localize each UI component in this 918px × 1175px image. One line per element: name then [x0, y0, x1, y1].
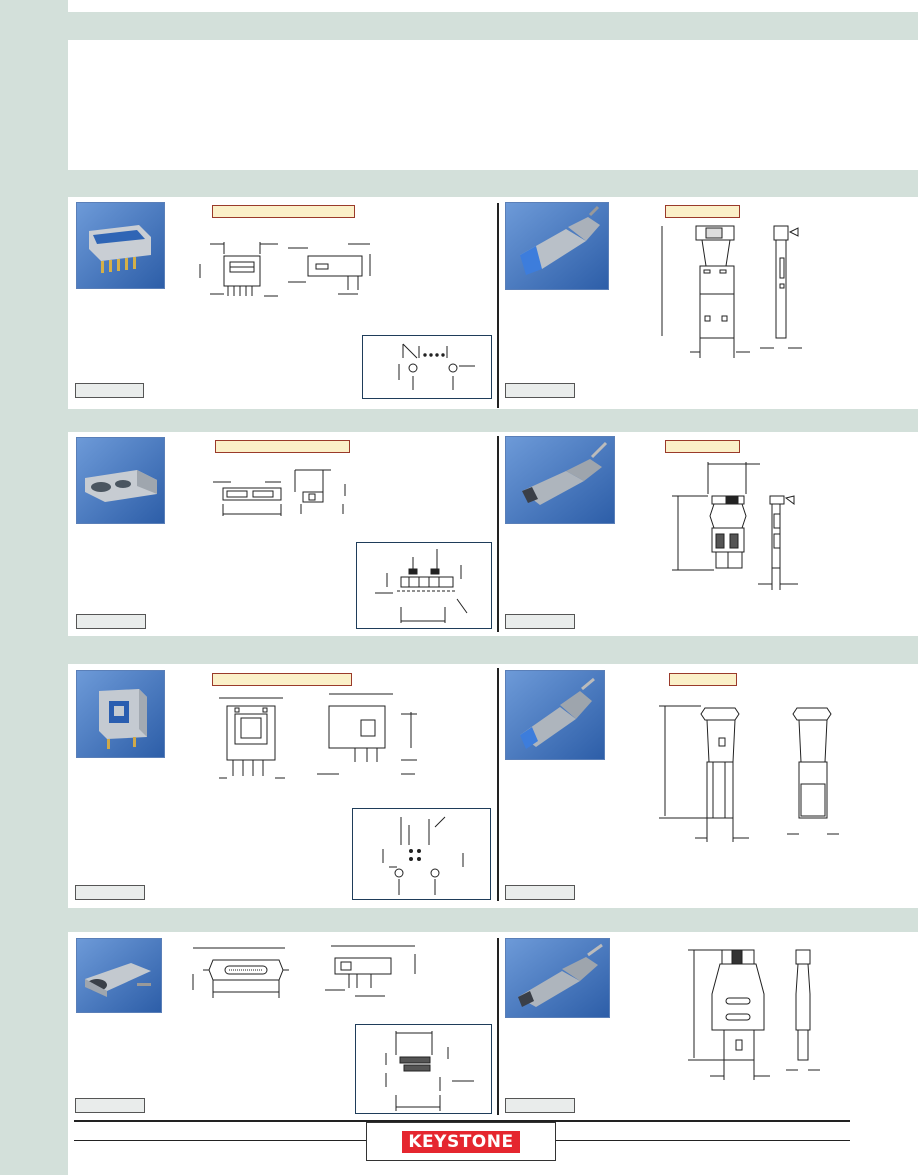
part-number-box — [505, 885, 575, 900]
product-photo-micro-b-plug — [505, 436, 615, 524]
part-label-box — [215, 440, 350, 453]
usb-c-plug-dimension-drawing — [680, 944, 840, 1084]
footer-rule-top — [74, 1120, 850, 1122]
part-number-box — [505, 383, 575, 398]
pcb-layout-inset — [362, 335, 492, 399]
part-label-box — [665, 205, 740, 218]
part-number-box — [76, 614, 146, 629]
part-label-box — [665, 440, 740, 453]
usb-b-receptacle-dimension-drawing — [205, 688, 425, 788]
part-number-box — [505, 614, 575, 629]
usb-b-plug-dimension-drawing — [655, 700, 845, 850]
usb-a-receptacle-dimension-drawing — [188, 234, 378, 309]
product-photo-usb-c-receptacle — [76, 938, 162, 1013]
part-label-box — [212, 673, 352, 686]
product-photo-usb-c-plug — [505, 938, 610, 1018]
pcb-layout-inset — [355, 1024, 492, 1114]
micro-b-plug-dimension-drawing — [668, 458, 818, 593]
usb-a-plug-dimension-drawing — [650, 218, 810, 358]
section-3-divider — [497, 668, 499, 901]
section-4-divider — [497, 938, 499, 1115]
pcb-layout-inset — [352, 808, 491, 900]
product-photo-usb-b-plug — [505, 670, 605, 760]
product-photo-usb-b-receptacle — [76, 670, 165, 758]
part-label-box — [212, 205, 355, 218]
keystone-logo: KEYSTONE — [366, 1122, 556, 1161]
usb-c-receptacle-dimension-drawing — [185, 940, 425, 1015]
section-2-divider — [497, 436, 499, 632]
keystone-logo-text: KEYSTONE — [402, 1130, 520, 1153]
product-photo-usb-a-receptacle — [76, 202, 165, 289]
pcb-layout-inset — [356, 542, 492, 629]
part-label-box — [669, 673, 737, 686]
product-photo-usb-a-plug — [505, 202, 609, 290]
intro-text-panel — [68, 40, 918, 170]
part-number-box — [75, 383, 144, 398]
section-3-panel — [68, 664, 918, 908]
header-strip — [68, 0, 918, 12]
part-number-box — [75, 885, 145, 900]
part-number-box — [505, 1098, 575, 1113]
product-photo-micro-b-receptacle — [76, 437, 165, 524]
part-number-box — [75, 1098, 145, 1113]
micro-b-receptacle-dimension-drawing — [205, 464, 355, 519]
section-1-divider — [497, 203, 499, 408]
